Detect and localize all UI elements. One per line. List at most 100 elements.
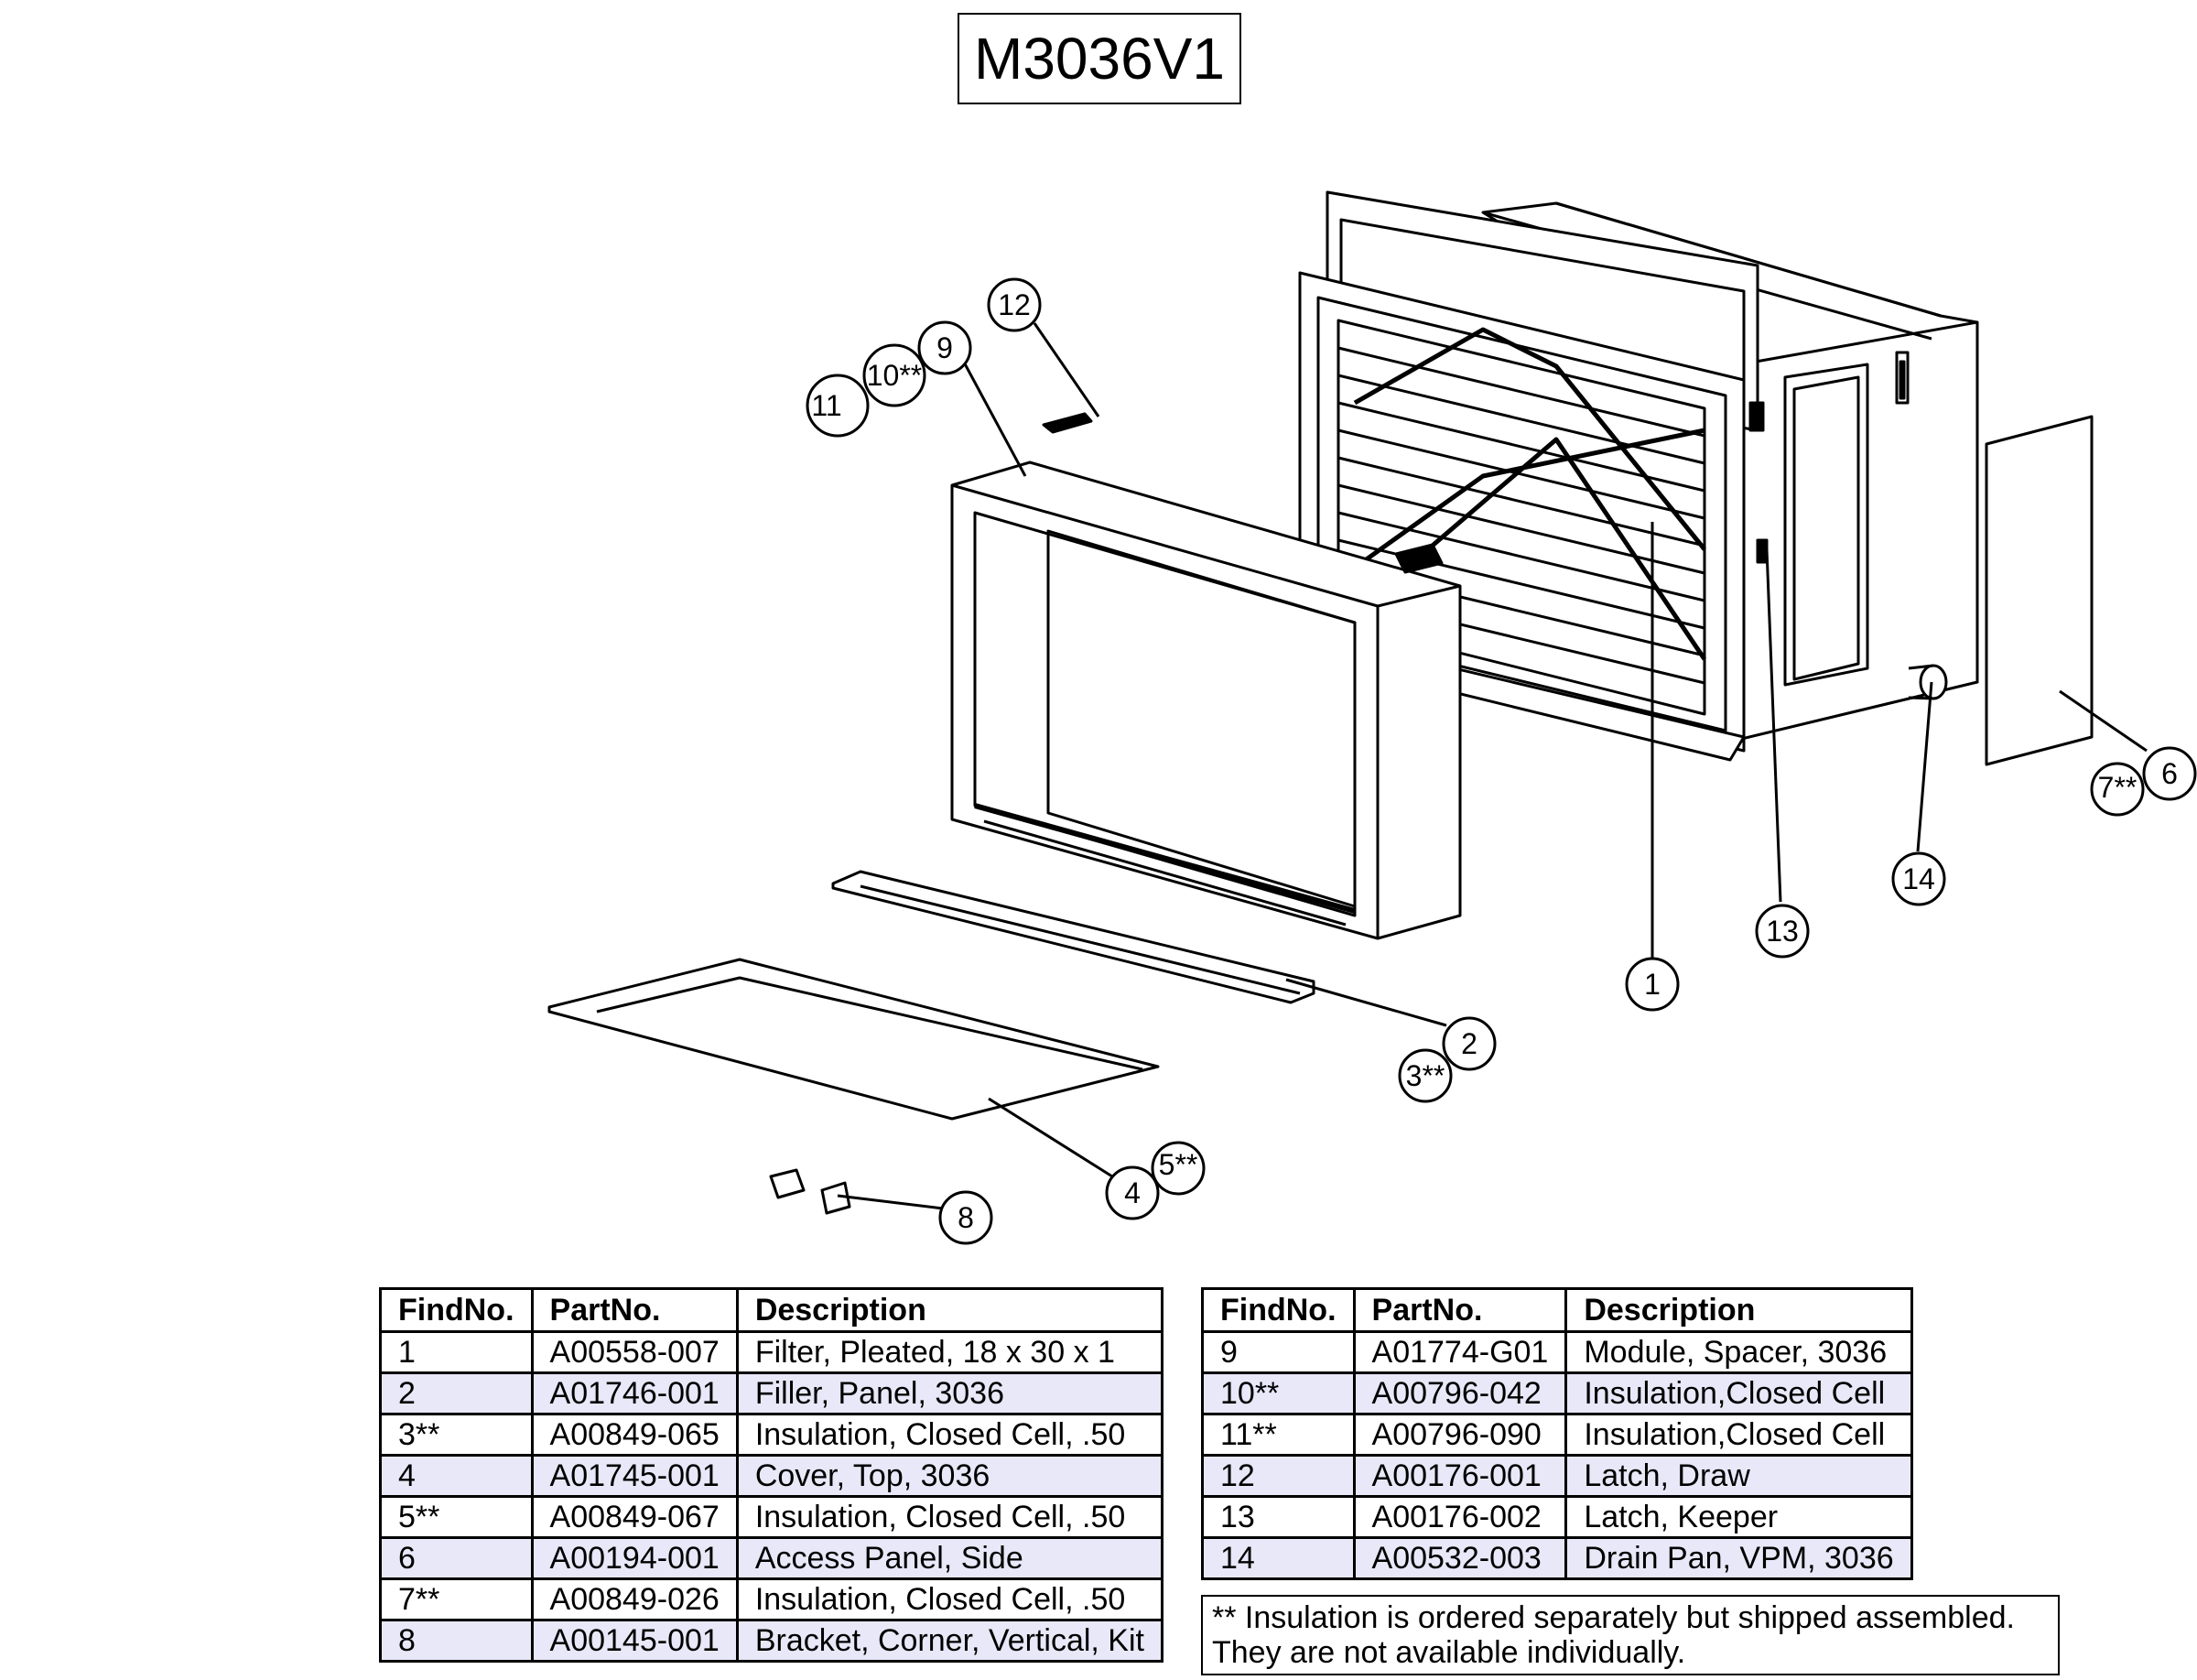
column-header-findno: FindNo. (379, 1287, 534, 1333)
description-cell: Filter, Pleated, 18 x 30 x 1 (735, 1330, 1163, 1374)
description-cell: Access Panel, Side (735, 1536, 1163, 1580)
callout-circle-2 (1442, 1016, 1497, 1071)
description-cell: Latch, Draw (1564, 1454, 1913, 1498)
description-cell: Latch, Keeper (1564, 1495, 1913, 1539)
callout-circle-9 (917, 320, 972, 375)
spacer-module (950, 461, 1462, 940)
partno-cell: A00796-042 (1352, 1371, 1568, 1415)
top-cover (547, 958, 1160, 1121)
partno-cell: A01746-001 (530, 1371, 739, 1415)
callout-circle-5 (1151, 1141, 1206, 1196)
column-header-partno: PartNo. (1352, 1287, 1568, 1333)
insulation-note-line-1: ** Insulation is ordered separately but … (1212, 1600, 2015, 1635)
callout-circle-11 (806, 374, 870, 438)
description-cell: Module, Spacer, 3036 (1564, 1330, 1913, 1374)
findno-cell: 14 (1201, 1536, 1356, 1580)
callout-label-4: 4 (1124, 1176, 1141, 1209)
callout-circle-3 (1398, 1048, 1453, 1103)
callout-circle-6 (2142, 746, 2197, 801)
findno-cell: 10** (1201, 1371, 1356, 1415)
insulation-note-line-2: They are not available individually. (1212, 1635, 1686, 1670)
callout-label-12: 12 (998, 288, 1031, 321)
partno-cell: A00558-007 (530, 1330, 739, 1374)
callout-circle-7 (2090, 762, 2145, 817)
description-cell: Insulation,Closed Cell (1564, 1413, 1913, 1457)
callout-circle-4 (1105, 1165, 1160, 1220)
partno-cell: A01745-001 (530, 1454, 739, 1498)
findno-cell: 4 (379, 1454, 534, 1498)
findno-cell: 11** (1201, 1413, 1356, 1457)
callout-label-6: 6 (2161, 757, 2178, 790)
description-cell: Filler, Panel, 3036 (735, 1371, 1163, 1415)
callout-circle-14 (1891, 851, 1946, 906)
findno-cell: 6 (379, 1536, 534, 1580)
description-cell: Insulation, Closed Cell, .50 (735, 1413, 1163, 1457)
callout-label-7: 7** (2098, 771, 2137, 804)
drawing-title-box: M3036V1 (958, 13, 1241, 104)
partno-cell: A00849-065 (530, 1413, 739, 1457)
description-cell: Cover, Top, 3036 (735, 1454, 1163, 1498)
partno-cell: A01774-G01 (1352, 1330, 1568, 1374)
drawing-title: M3036V1 (974, 26, 1225, 92)
findno-cell: 1 (379, 1330, 534, 1374)
findno-cell: 8 (379, 1619, 534, 1663)
description-cell: Insulation, Closed Cell, .50 (735, 1495, 1163, 1539)
callout-label-14: 14 (1902, 862, 1935, 895)
callout-label-3: 3** (1406, 1059, 1445, 1092)
partno-cell: A00145-001 (530, 1619, 739, 1663)
column-header-findno: FindNo. (1201, 1287, 1356, 1333)
callout-circle-10 (862, 343, 926, 407)
findno-cell: 3** (379, 1413, 534, 1457)
findno-cell: 12 (1201, 1454, 1356, 1498)
partno-cell: A00796-090 (1352, 1413, 1568, 1457)
findno-cell: 2 (379, 1371, 534, 1415)
partno-cell: A00176-002 (1352, 1495, 1568, 1539)
column-header-description: Description (735, 1287, 1163, 1333)
callout-label-9: 9 (936, 331, 953, 364)
callout-circle-13 (1755, 904, 1810, 959)
description-cell: Bracket, Corner, Vertical, Kit (735, 1619, 1163, 1663)
findno-cell: 13 (1201, 1495, 1356, 1539)
findno-cell: 7** (379, 1577, 534, 1621)
partno-cell: A00532-003 (1352, 1536, 1568, 1580)
callout-label-11: 11 (811, 389, 841, 422)
callout-label-10: 10** (867, 359, 923, 392)
column-header-partno: PartNo. (530, 1287, 739, 1333)
callout-label-5: 5** (1159, 1148, 1198, 1181)
partno-cell: A00194-001 (530, 1536, 739, 1580)
callout-label-2: 2 (1461, 1027, 1477, 1060)
partno-cell: A00176-001 (1352, 1454, 1568, 1498)
description-cell: Insulation, Closed Cell, .50 (735, 1577, 1163, 1621)
description-cell: Insulation,Closed Cell (1564, 1371, 1913, 1415)
latch-draw-part (1042, 412, 1093, 434)
partno-cell: A00849-067 (530, 1495, 739, 1539)
description-cell: Drain Pan, VPM, 3036 (1564, 1536, 1913, 1580)
callout-label-8: 8 (958, 1201, 974, 1234)
partno-cell: A00849-026 (530, 1577, 739, 1621)
callout-label-13: 13 (1766, 915, 1799, 948)
callout-circle-8 (938, 1190, 993, 1245)
exploded-view-drawing: 1 2 3** 4 5** 6 7** 8 9 10** 11 12 13 14 (547, 190, 2197, 1245)
callout-label-1: 1 (1644, 968, 1661, 1001)
callout-circle-12 (987, 277, 1042, 332)
findno-cell: 9 (1201, 1330, 1356, 1374)
insulation-note: ** Insulation is ordered separately but … (1201, 1595, 2060, 1675)
cabinet-assembly (1298, 190, 1979, 762)
access-panel-side (1985, 415, 2094, 766)
